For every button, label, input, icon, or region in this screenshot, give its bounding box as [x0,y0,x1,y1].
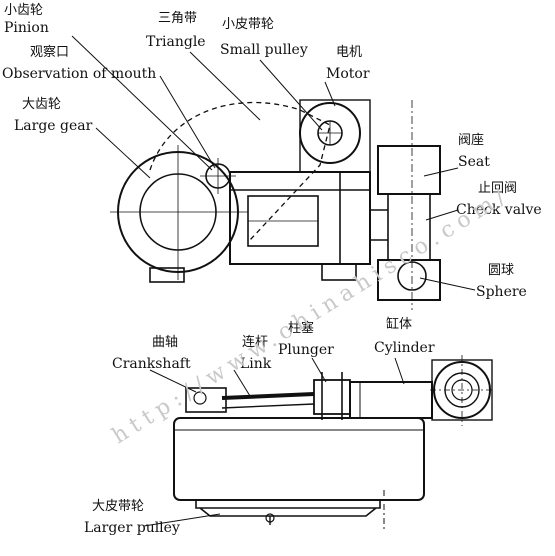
label-sphere-en: Sphere [476,284,527,300]
large-pulley-shape [195,500,381,517]
motor-body [299,99,371,173]
top-view [110,99,441,310]
valve-seat-bottom [377,259,441,301]
labels: 小齿轮 Pinion 观察口 Observation of mouth 大齿轮 … [2,3,542,536]
label-check-valve-en: Check valve [456,202,542,218]
watermark-text: http://www.chinahisco.com/ [108,182,515,449]
label-motor-en: Motor [326,66,370,82]
crankshaft-block [185,387,227,413]
label-crankshaft-cn: 曲轴 [152,335,178,350]
belt-outline [149,101,331,241]
label-link-cn: 连杆 [242,334,268,350]
leader-lines [71,35,476,527]
label-seat-cn: 阀座 [458,133,484,148]
connecting-link [221,392,315,400]
label-pinion-cn: 小齿轮 [4,3,43,18]
label-plunger-en: Plunger [278,342,334,358]
label-small-pulley-cn: 小皮带轮 [222,17,274,32]
label-larger-pulley-en: Larger pulley [84,520,180,536]
label-sphere-cn: 圆球 [488,263,514,278]
label-cylinder-cn: 缸体 [386,316,412,332]
label-large-gear-cn: 大齿轮 [22,97,61,112]
label-small-pulley-en: Small pulley [220,42,308,58]
plunger-rod [313,379,351,415]
crankcase [173,417,425,501]
label-larger-pulley-cn: 大皮带轮 [92,499,144,514]
label-observation-cn: 观察口 [30,45,69,60]
cylinder-body [349,381,433,419]
label-pinion-en: Pinion [4,20,49,36]
label-crankshaft-en: Crankshaft [112,356,191,372]
valve-seat-top [377,145,441,195]
label-seat-en: Seat [458,154,490,170]
label-triangle-cn: 三角带 [158,11,197,26]
label-check-valve-cn: 止回阀 [478,181,517,196]
label-cylinder-en: Cylinder [374,340,435,356]
label-large-gear-en: Large gear [14,118,93,134]
bottom-view [173,355,494,530]
label-motor-cn: 电机 [336,45,362,60]
label-triangle-en: Triangle [146,34,206,50]
label-link-en: Link [240,356,272,372]
label-plunger-cn: 柱塞 [288,320,314,336]
label-observation-en: Observation of mouth [2,66,156,82]
